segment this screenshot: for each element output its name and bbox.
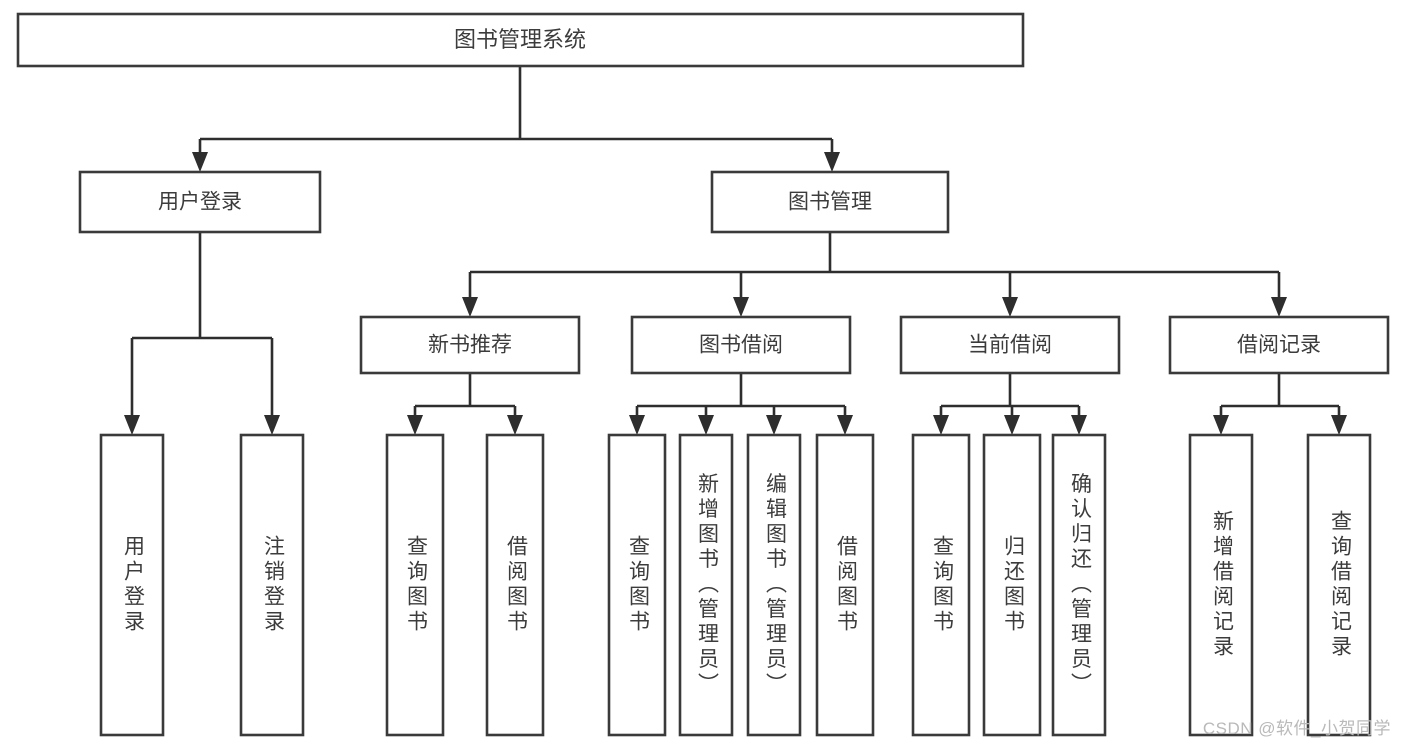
node-new-book-recommend-label: 新书推荐 <box>428 334 512 357</box>
node-book-borrow[interactable]: 图书借阅 <box>630 315 852 375</box>
arrowhead-book-borrow <box>733 297 749 317</box>
arrowhead-leaf-user-logout <box>264 415 280 435</box>
node-root[interactable]: 图书管理系统 <box>16 12 1025 68</box>
leaf-user-login-box[interactable] <box>99 433 165 737</box>
arrowhead-leaf-borrow-book-1 <box>507 415 523 435</box>
edge-root-trunk <box>198 66 834 160</box>
arrowhead-leaf-add-book-admin <box>698 415 714 435</box>
node-root-label: 图书管理系统 <box>454 27 586 52</box>
leaf-borrow-book-2-label: 借阅图书 <box>834 535 858 635</box>
leaf-query-book-1[interactable]: 查询图书 <box>385 433 445 737</box>
arrowhead-user-login <box>192 152 208 172</box>
leaf-borrow-book-2[interactable]: 借阅图书 <box>815 433 875 737</box>
node-borrow-record-box[interactable] <box>1168 315 1390 375</box>
leaf-confirm-return-admin[interactable]: 确认归还（管理员） <box>1051 433 1107 737</box>
edge-current-borrow-trunk <box>939 373 1081 423</box>
node-book-manage-box[interactable] <box>710 170 950 234</box>
node-book-manage-label: 图书管理 <box>788 191 872 214</box>
leaf-user-login-label: 用户登录 <box>121 535 145 635</box>
leaf-edit-book-admin-label: 编辑图书（管理员） <box>763 473 787 698</box>
leaf-add-book-admin[interactable]: 新增图书（管理员） <box>678 433 734 737</box>
node-borrow-record-label: 借阅记录 <box>1237 334 1321 357</box>
edge-book-manage-trunk <box>468 232 1281 305</box>
arrowhead-leaf-add-borrow-record <box>1213 415 1229 435</box>
leaf-user-logout-box[interactable] <box>239 433 305 737</box>
leaf-query-book-1-box[interactable] <box>385 433 445 737</box>
node-current-borrow-label: 当前借阅 <box>968 334 1052 357</box>
node-current-borrow-box[interactable] <box>899 315 1121 375</box>
arrowhead-leaf-query-book-2 <box>629 415 645 435</box>
arrowhead-leaf-confirm-return-admin <box>1071 415 1087 435</box>
leaf-add-book-admin-label: 新增图书（管理员） <box>695 473 719 698</box>
leaf-query-book-3[interactable]: 查询图书 <box>911 433 971 737</box>
edge-user-login-trunk <box>130 232 274 423</box>
edge-layer <box>124 66 1347 435</box>
leaf-user-logout-label: 注销登录 <box>261 535 285 635</box>
leaf-return-book[interactable]: 归还图书 <box>982 433 1042 737</box>
arrowhead-leaf-query-book-3 <box>933 415 949 435</box>
arrowhead-leaf-return-book <box>1004 415 1020 435</box>
arrowhead-current-borrow <box>1002 297 1018 317</box>
leaf-query-borrow-record-label: 查询借阅记录 <box>1328 510 1352 660</box>
leaf-borrow-book-1[interactable]: 借阅图书 <box>485 433 545 737</box>
arrowhead-leaf-edit-book-admin <box>766 415 782 435</box>
arrowhead-borrow-record <box>1271 297 1287 317</box>
arrowhead-leaf-query-borrow-record <box>1331 415 1347 435</box>
node-new-book-recommend-box[interactable] <box>359 315 581 375</box>
leaf-confirm-return-admin-label: 确认归还（管理员） <box>1068 473 1092 698</box>
node-current-borrow[interactable]: 当前借阅 <box>899 315 1121 375</box>
node-borrow-record[interactable]: 借阅记录 <box>1168 315 1390 375</box>
leaf-borrow-book-1-label: 借阅图书 <box>504 535 528 635</box>
edge-book-borrow-trunk <box>635 373 847 423</box>
leaf-user-login[interactable]: 用户登录 <box>99 433 165 737</box>
node-new-book-recommend[interactable]: 新书推荐 <box>359 315 581 375</box>
leaf-borrow-book-2-box[interactable] <box>815 433 875 737</box>
leaf-add-book-admin-box[interactable] <box>678 433 734 737</box>
leaf-return-book-label: 归还图书 <box>1001 535 1025 635</box>
leaf-edit-book-admin[interactable]: 编辑图书（管理员） <box>746 433 802 737</box>
leaf-query-book-3-box[interactable] <box>911 433 971 737</box>
leaf-user-logout[interactable]: 注销登录 <box>239 433 305 737</box>
leaf-add-borrow-record-box[interactable] <box>1188 433 1254 737</box>
leaf-query-borrow-record-box[interactable] <box>1306 433 1372 737</box>
node-user-login-label: 用户登录 <box>158 191 242 214</box>
leaf-edit-book-admin-box[interactable] <box>746 433 802 737</box>
leaf-borrow-book-1-box[interactable] <box>485 433 545 737</box>
leaf-add-borrow-record-label: 新增借阅记录 <box>1210 510 1234 660</box>
leaf-add-borrow-record[interactable]: 新增借阅记录 <box>1188 433 1254 737</box>
leaf-query-borrow-record[interactable]: 查询借阅记录 <box>1306 433 1372 737</box>
leaf-confirm-return-admin-box[interactable] <box>1051 433 1107 737</box>
arrowhead-new-book-recommend <box>462 297 478 317</box>
leaf-query-book-2-label: 查询图书 <box>626 535 650 635</box>
leaf-query-book-1-label: 查询图书 <box>404 535 428 635</box>
node-user-login-box[interactable] <box>78 170 322 234</box>
leaf-query-book-2-box[interactable] <box>607 433 667 737</box>
node-root-box[interactable] <box>16 12 1025 68</box>
edge-new-book-recommend-trunk <box>413 373 517 423</box>
arrowhead-leaf-query-book-1 <box>407 415 423 435</box>
leaf-query-book-2[interactable]: 查询图书 <box>607 433 667 737</box>
leaf-query-book-3-label: 查询图书 <box>930 535 954 635</box>
node-book-borrow-label: 图书借阅 <box>699 334 783 357</box>
node-book-borrow-box[interactable] <box>630 315 852 375</box>
leaf-return-book-box[interactable] <box>982 433 1042 737</box>
node-user-login[interactable]: 用户登录 <box>78 170 322 234</box>
edge-borrow-record-trunk <box>1219 373 1341 423</box>
arrowhead-leaf-user-login <box>124 415 140 435</box>
arrowhead-book-manage <box>824 152 840 172</box>
arrowhead-leaf-borrow-book-2 <box>837 415 853 435</box>
node-book-manage[interactable]: 图书管理 <box>710 170 950 234</box>
